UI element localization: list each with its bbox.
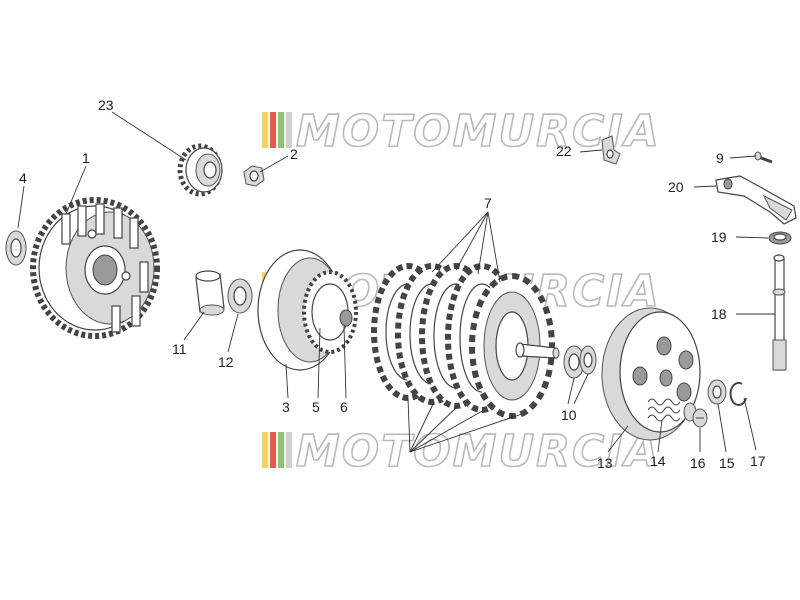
- callout-22: 22: [556, 143, 572, 159]
- part-bracket-22: [601, 135, 621, 165]
- part-seal-19: [768, 231, 792, 245]
- callout-5: 5: [312, 399, 320, 415]
- watermark-text: MOTOMURCIA: [296, 426, 661, 477]
- part-pinion-gear-23: [177, 143, 223, 197]
- part-bushing-11: [195, 270, 225, 316]
- part-clutch-hub-3: [257, 249, 358, 371]
- part-bearing-10: [563, 345, 597, 379]
- part-release-shaft-18: [772, 254, 787, 371]
- watermark-top: MOTOMURCIA: [262, 105, 661, 158]
- callout-7: 7: [484, 195, 492, 211]
- callout-10: 10: [561, 407, 577, 423]
- callout-4: 4: [19, 170, 27, 186]
- part-screw-9: [754, 151, 773, 164]
- callout-17: 17: [750, 453, 766, 469]
- part-washer-12: [227, 278, 253, 314]
- watermark-text: MOTOMURCIA: [296, 106, 661, 157]
- callout-16: 16: [690, 455, 706, 471]
- part-circlip-17: [729, 381, 747, 406]
- callout-2: 2: [290, 146, 298, 162]
- part-clutch-housing-1: [30, 197, 160, 339]
- callout-1: 1: [82, 150, 90, 166]
- callout-19: 19: [711, 229, 727, 245]
- part-clutch-plates-7: [371, 263, 555, 419]
- callout-14: 14: [650, 453, 666, 469]
- callout-18: 18: [711, 306, 727, 322]
- part-washer-15: [707, 379, 727, 405]
- callout-11: 11: [172, 341, 187, 357]
- part-pushrod-shaft: [515, 342, 560, 359]
- part-screw-16: [692, 408, 708, 428]
- part-pressure-plate-13: [601, 307, 701, 441]
- callout-3: 3: [282, 399, 290, 415]
- callout-6: 6: [340, 399, 348, 415]
- callout-23: 23: [98, 97, 114, 113]
- callout-9: 9: [716, 150, 724, 166]
- leader-lines: [17, 111, 775, 453]
- callout-20: 20: [668, 179, 684, 195]
- part-clutch-lever-20: [715, 175, 797, 225]
- part-nut-2: [243, 165, 265, 187]
- callout-labels: 4 1 23 2 11 12 3 5 6 7 10 13 14 16 15 17…: [19, 97, 766, 471]
- part-washer-4: [5, 230, 27, 266]
- callout-13: 13: [597, 455, 613, 471]
- watermark-bottom: MOTOMURCIA: [262, 425, 661, 478]
- callout-15: 15: [719, 455, 735, 471]
- callout-12: 12: [218, 354, 234, 370]
